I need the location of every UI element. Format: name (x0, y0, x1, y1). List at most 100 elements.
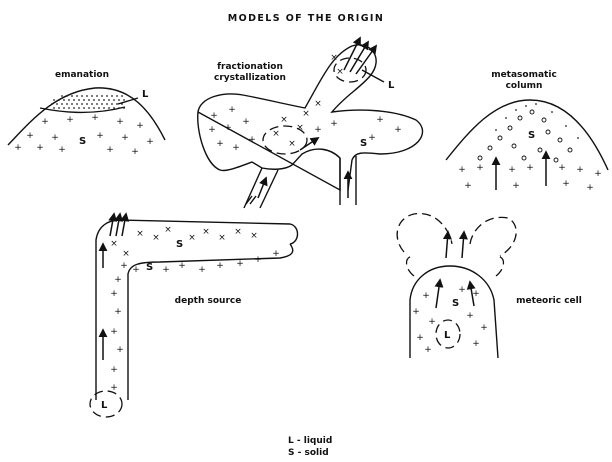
liquid-dot (61, 95, 63, 97)
solid-cross: + (314, 125, 322, 135)
liquid-dot (81, 103, 83, 105)
liquid-dot (118, 99, 120, 101)
solid-cross: + (114, 275, 122, 285)
solid-cross: + (248, 135, 256, 145)
fractionation-S-mark: S (360, 138, 367, 149)
crystal-x: × (136, 229, 144, 239)
liquid-dot (103, 107, 105, 109)
solid-cross: + (116, 117, 124, 127)
liquid-dot (73, 99, 75, 101)
liquid-dot (93, 99, 95, 101)
liquid-dot (68, 107, 70, 109)
crystal-x: × (152, 233, 160, 243)
metasomatic-circle (478, 156, 482, 160)
solid-cross: + (422, 291, 430, 301)
crystal-x: × (250, 231, 258, 241)
metasomatic-dome (446, 100, 608, 170)
solid-cross: + (146, 137, 154, 147)
liquid-dot (93, 107, 95, 109)
liquid-dot (101, 103, 103, 105)
solid-cross: + (424, 345, 432, 355)
liquid-dot (71, 103, 73, 105)
metasomatic-crosses: +++++++++++ (458, 163, 602, 193)
solid-cross: + (91, 113, 99, 123)
fractionation-label-line1: fractionation (217, 62, 283, 72)
solid-cross: + (116, 345, 124, 355)
liquid-dot (108, 107, 110, 109)
crystal-x: × (330, 53, 338, 63)
metasomatic-circle (522, 156, 526, 160)
solid-cross: + (232, 143, 240, 153)
meteoric-S-mark: S (452, 298, 459, 309)
legend-solid: S - solid (288, 448, 329, 458)
metasomatic-circle (554, 158, 558, 162)
meteoric-up-arrow-left (446, 232, 448, 258)
solid-cross: + (120, 261, 128, 271)
depth-source-L-mark: L (101, 400, 108, 411)
fractionation-left-arrow (258, 178, 266, 198)
metasomatic-circle (498, 136, 502, 140)
liquid-dot (113, 107, 115, 109)
metasomatic-S-mark: S (528, 130, 535, 141)
liquid-dot (81, 95, 83, 97)
liquid-dot (83, 107, 85, 109)
liquid-dot (123, 99, 125, 101)
emanation-solid-crosses: +++++++++++++++ (14, 113, 154, 157)
liquid-dot (86, 103, 88, 105)
solid-cross: + (236, 259, 244, 269)
meteoric-cell-model: S L ++++++++++ meteoric cell (397, 214, 582, 358)
solid-cross: + (210, 111, 218, 121)
fractionation-label-line2: crystallization (214, 73, 286, 83)
metasomatic-dot (535, 103, 537, 105)
depth-source-label: depth source (175, 296, 242, 306)
metasomatic-circle (508, 126, 512, 130)
depth-source-model: ××××××××××++++++++++++++++ S S L depth s… (90, 214, 298, 417)
liquid-dot (71, 95, 73, 97)
solid-cross: + (466, 311, 474, 321)
legend-liquid: L - liquid (288, 436, 332, 446)
liquid-dot (91, 95, 93, 97)
metasomatic-circle (512, 144, 516, 148)
liquid-dot (56, 103, 58, 105)
crystal-x: × (202, 227, 210, 237)
liquid-dot (83, 99, 85, 101)
solid-cross: + (330, 119, 338, 129)
liquid-dot (106, 103, 108, 105)
liquid-dot (63, 107, 65, 109)
emanation-label: emanation (55, 70, 109, 80)
liquid-dot (76, 103, 78, 105)
solid-cross: + (272, 249, 280, 259)
liquid-dot (86, 95, 88, 97)
solid-cross: + (110, 327, 118, 337)
liquid-dot (88, 107, 90, 109)
solid-cross: + (586, 183, 594, 193)
solid-cross: + (96, 131, 104, 141)
metasomatic-circle (558, 138, 562, 142)
liquid-dot (73, 107, 75, 109)
solid-cross: + (26, 131, 34, 141)
meteoric-outer-loop-left (397, 214, 452, 252)
liquid-dot (116, 103, 118, 105)
liquid-dot (53, 99, 55, 101)
liquid-dot (91, 103, 93, 105)
solid-cross: + (562, 179, 570, 189)
solid-cross: + (178, 261, 186, 271)
liquid-dot (66, 103, 68, 105)
crystal-x: × (110, 239, 118, 249)
liquid-dot (98, 107, 100, 109)
solid-cross: + (132, 265, 140, 275)
solid-cross: + (464, 181, 472, 191)
solid-cross: + (508, 165, 516, 175)
crystal-x: × (336, 67, 344, 77)
solid-cross: + (242, 117, 250, 127)
liquid-dot (63, 99, 65, 101)
liquid-dot (116, 95, 118, 97)
depth-source-outer (96, 220, 298, 400)
metasomatic-circle (488, 146, 492, 150)
solid-cross: + (576, 165, 584, 175)
metasomatic-dot (505, 117, 507, 119)
solid-cross: + (224, 123, 232, 133)
liquid-dot (68, 99, 70, 101)
liquid-dot (108, 99, 110, 101)
